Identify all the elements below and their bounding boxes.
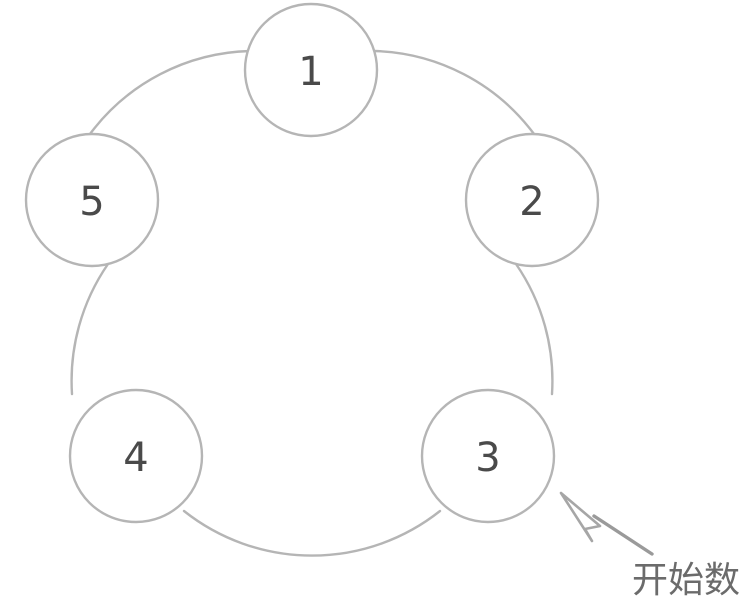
arrow-head xyxy=(559,491,602,543)
edge-5-1 xyxy=(88,49,252,136)
node-3[interactable]: 3 xyxy=(420,388,556,524)
node-group: 1 2 3 4 5 xyxy=(24,2,600,524)
node-1[interactable]: 1 xyxy=(243,2,379,138)
edge-3-4 xyxy=(182,509,442,557)
node-4-label: 4 xyxy=(123,435,148,481)
node-3-circle[interactable] xyxy=(420,388,556,524)
edge-2-3 xyxy=(514,262,554,396)
start-annotation: 开始数 xyxy=(559,491,740,601)
node-4-circle[interactable] xyxy=(68,388,204,524)
node-2[interactable]: 2 xyxy=(464,132,600,268)
node-1-circle[interactable] xyxy=(243,2,379,138)
node-2-circle[interactable] xyxy=(464,132,600,268)
node-2-label: 2 xyxy=(519,179,544,225)
edge-group xyxy=(70,49,554,557)
arrow-shaft xyxy=(592,514,654,556)
node-4[interactable]: 4 xyxy=(68,388,204,524)
node-5-label: 5 xyxy=(79,179,104,225)
node-3-label: 3 xyxy=(475,435,500,481)
node-1-label: 1 xyxy=(298,49,323,95)
edge-4-5 xyxy=(70,262,110,396)
node-5-circle[interactable] xyxy=(24,132,160,268)
start-annotation-label: 开始数 xyxy=(632,560,740,601)
node-5[interactable]: 5 xyxy=(24,132,160,268)
edge-1-2 xyxy=(372,49,536,136)
arrow-icon xyxy=(559,491,654,556)
